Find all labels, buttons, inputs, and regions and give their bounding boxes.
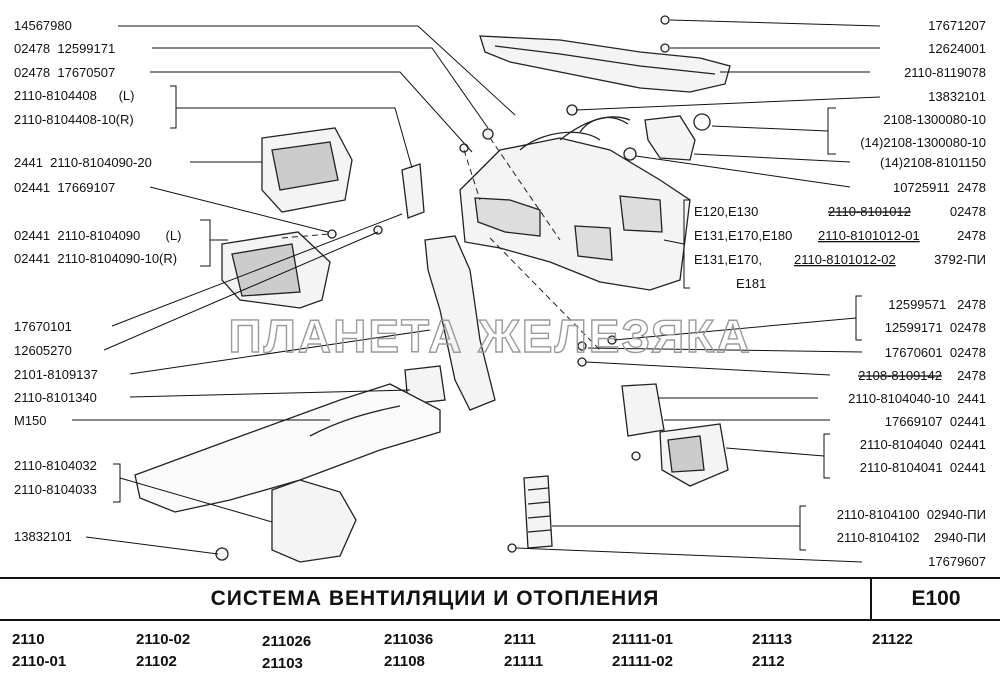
model-code: 21103 (262, 655, 303, 672)
rear-floor-duct (271, 479, 357, 563)
struck-item: 2108-8109142 2478 (858, 368, 986, 383)
label-right: 2110-8104100 02940-ПИ (837, 507, 986, 522)
model-code: 2112 (752, 653, 785, 670)
model-code: 21122 (872, 631, 913, 648)
model-code: 2110-01 (12, 653, 67, 670)
label-right: 17671207 (928, 18, 986, 33)
page-title: СИСТЕМА ВЕНТИЛЯЦИИ И ОТОПЛЕНИЯ (0, 579, 872, 619)
model-code: 2111 (504, 631, 536, 648)
label-right: 2110-8104102 2940-ПИ (837, 530, 986, 545)
label-left: 02478 12599171 (14, 41, 115, 56)
rear-vent-grille (523, 475, 553, 549)
heater-variants-table: E120,E130 2110-8101012 02478 E131,E170,E… (694, 204, 986, 291)
washer (660, 43, 670, 53)
label-left: 2101-8109137 (14, 367, 98, 382)
heater-part: 2110-8101012-02 (794, 252, 896, 267)
heater-model: E120,E130 (694, 204, 758, 219)
center-vent-right (621, 383, 665, 437)
screw (660, 15, 670, 25)
label-left: 2110-8104408 (L) (14, 88, 134, 103)
label-right: 12599571 2478 (888, 297, 986, 312)
label-left: 2441 2110-8104090-20 (14, 155, 152, 170)
exploded-parts-diagram: 14567980 02478 12599171 02478 17670507 2… (14, 15, 986, 569)
watermark-text: ПЛАНЕТА ЖЕЛЕЗЯКА (229, 310, 752, 362)
label-right: 17679607 (928, 554, 986, 569)
floor-duct (424, 235, 496, 411)
label-left: 13832101 (14, 529, 72, 544)
label-left: 2110-8104033 (14, 482, 97, 497)
label-right: 17669107 02441 (885, 414, 986, 429)
model-code: 211026 (262, 633, 312, 650)
model-code: 2110-02 (136, 631, 191, 648)
right-labels: 17671207 12624001 2110-8119078 13832101 … (837, 18, 986, 569)
hose-clamp (693, 113, 711, 131)
label-right: 2110-8104040 02441 (860, 437, 986, 452)
screw (327, 229, 337, 239)
model-code: 21102 (136, 653, 177, 670)
left-labels: 14567980 02478 12599171 02478 17670507 2… (14, 18, 181, 544)
label-right: 12599171 02478 (885, 320, 986, 335)
leader-lines (72, 19, 881, 563)
sheet-code: E100 (911, 587, 961, 610)
label-right: 10725911 2478 (893, 180, 986, 195)
heater-tap (644, 115, 696, 161)
label-right: 2108-1300080-10 (883, 112, 986, 127)
label-left: 02441 17669107 (14, 180, 115, 195)
screw (631, 451, 641, 461)
heater-code: 2478 (957, 228, 986, 243)
label-left: M150 (14, 413, 47, 428)
label-right: 2110-8104041 02441 (860, 460, 986, 475)
heater-part: 2110-8101012-01 (818, 228, 920, 243)
applicable-models: 2110 2110-02 211026 211036 2111 21111-01… (0, 626, 1000, 678)
label-right: (14)2108-1300080-10 (860, 135, 986, 150)
struck-part-code: 2478 (957, 368, 986, 383)
label-right: (14)2108-8101150 (880, 155, 986, 170)
model-code: 21111-01 (612, 631, 673, 648)
screw (373, 225, 383, 235)
label-left: 2110-8104032 (14, 458, 97, 473)
label-right: 12624001 (928, 41, 986, 56)
struck-part-number: 2108-8109142 (858, 368, 942, 383)
label-left: 2110-8101340 (14, 390, 97, 405)
heater-hose (559, 116, 631, 141)
air-intake-beam (479, 35, 731, 93)
heater-code: 3792-ПИ (934, 252, 986, 267)
screw (577, 341, 587, 351)
title-bar: СИСТЕМА ВЕНТИЛЯЦИИ И ОТОПЛЕНИЯ E100 (0, 577, 1000, 621)
model-code: 21108 (384, 653, 425, 670)
label-left: 17670101 (14, 319, 72, 334)
heater-model: E131,E170,E180 (694, 228, 792, 243)
label-left: 14567980 (14, 18, 72, 33)
nut (623, 147, 637, 161)
label-left: 02478 17670507 (14, 65, 115, 80)
heater-model: E181 (736, 276, 766, 291)
screw (507, 543, 517, 553)
part-drawings (134, 15, 731, 563)
label-right: 17670601 02478 (885, 345, 986, 360)
heater-model: E131,E170, (694, 252, 762, 267)
heater-code: 02478 (950, 204, 986, 219)
screw (482, 128, 494, 140)
mounting-bracket (401, 163, 425, 219)
floor-console (134, 383, 441, 513)
model-code: 21111-02 (612, 653, 673, 670)
label-left: 02441 2110-8104090-10(R) (14, 251, 177, 266)
model-code: 21111 (504, 653, 544, 670)
label-left: 12605270 (14, 343, 72, 358)
label-right: 2110-8119078 (904, 65, 986, 80)
label-right: 2110-8104040-10 2441 (848, 391, 986, 406)
model-code: 21113 (752, 631, 793, 648)
nut (566, 104, 578, 116)
assembly-lines (281, 137, 601, 351)
heater-part: 2110-8101012 (828, 204, 911, 219)
model-code: 211036 (384, 631, 434, 648)
label-left: 02441 2110-8104090 (L) (14, 228, 181, 243)
label-left: 2110-8104408-10(R) (14, 112, 134, 127)
label-right: 13832101 (928, 89, 986, 104)
model-code: 2110 (12, 631, 45, 648)
